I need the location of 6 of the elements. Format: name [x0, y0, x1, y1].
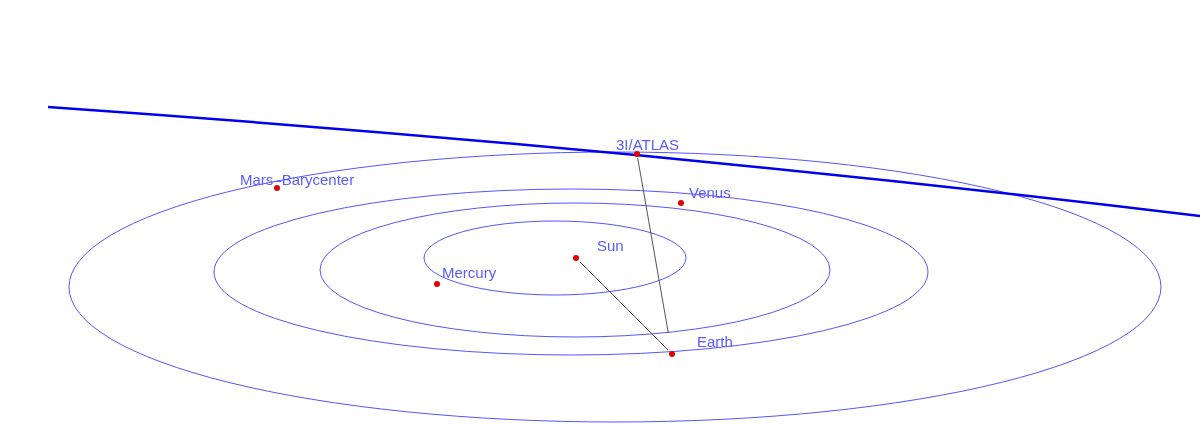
body-label: Earth: [697, 333, 733, 350]
connector-line: [579, 261, 669, 351]
connector-line: [637, 157, 669, 334]
body-label: Sun: [597, 237, 624, 254]
body-label: Mercury: [442, 264, 497, 281]
body-label: 3I/ATLAS: [616, 136, 680, 153]
